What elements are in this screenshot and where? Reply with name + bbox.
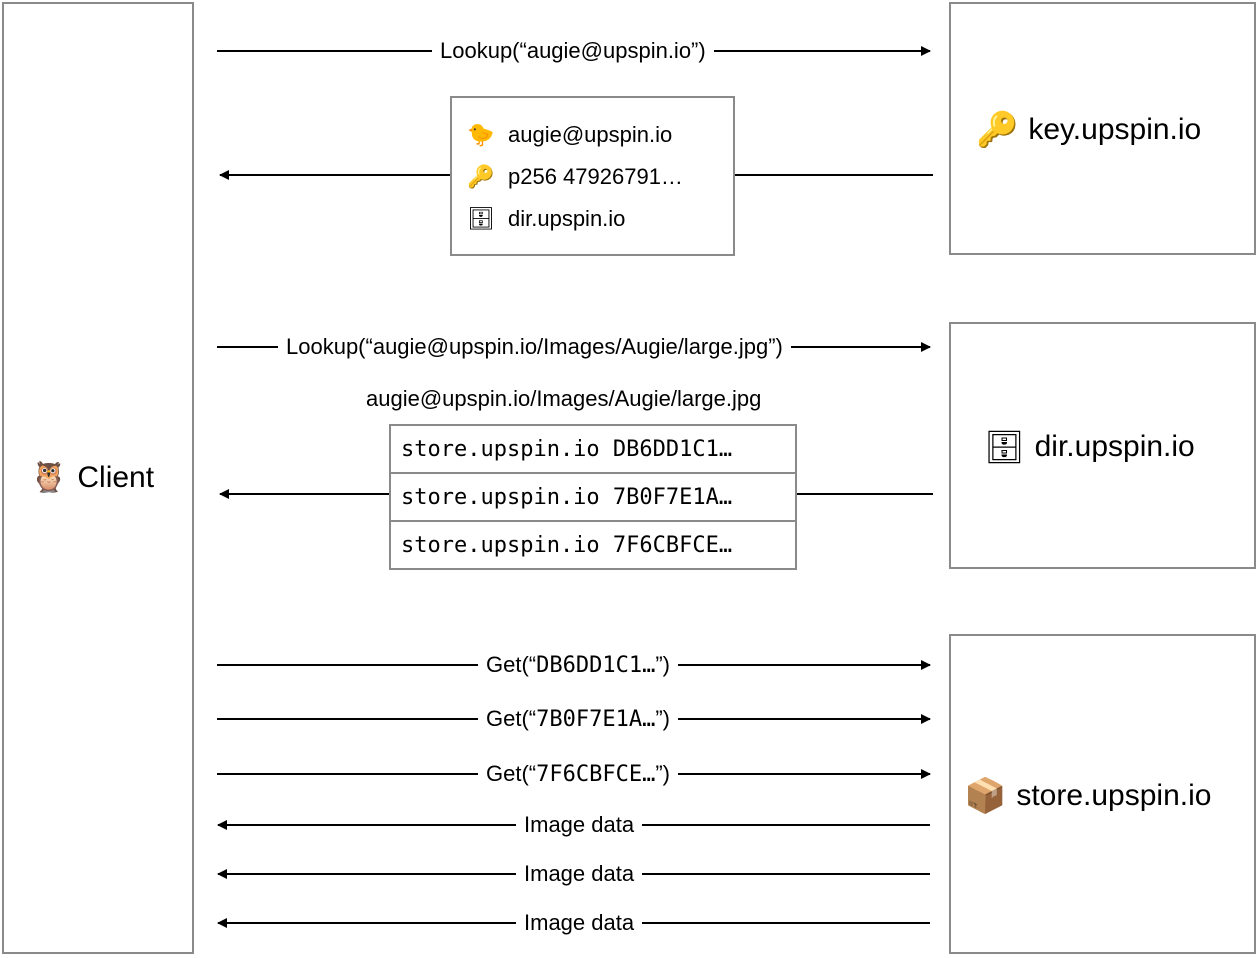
key-server-box <box>949 2 1256 255</box>
get-label-1: Get(“DB6DD1C1…”) <box>478 651 678 680</box>
key-record-box: 🐤 augie@upspin.io 🔑 p256 47926791… 🗄 dir… <box>450 96 735 256</box>
client-box <box>2 2 194 954</box>
image-data-label-1: Image data <box>516 811 643 839</box>
get-label-3: Get(“7F6CBFCE…”) <box>478 760 678 789</box>
key-record-key-row: 🔑 p256 47926791… <box>467 164 683 190</box>
owl-icon: 🦉 <box>30 460 68 495</box>
file-cabinet-icon: 🗄 <box>467 206 495 232</box>
dir-node-label: 🗄 dir.upspin.io <box>984 428 1195 466</box>
client-node-label: 🦉 Client <box>30 460 154 495</box>
key-record-dir-row: 🗄 dir.upspin.io <box>467 206 626 232</box>
key-icon: 🔑 <box>467 164 495 190</box>
key-node-label: 🔑 key.upspin.io <box>976 110 1201 150</box>
file-cabinet-icon: 🗄 <box>984 428 1025 466</box>
store-node-label: 📦 store.upspin.io <box>964 776 1211 816</box>
dir-server-box <box>949 322 1256 569</box>
get-suffix: ”) <box>655 706 670 731</box>
block-divider <box>391 520 795 522</box>
image-data-label-3: Image data <box>516 909 643 937</box>
key-record-dir: dir.upspin.io <box>508 206 626 231</box>
store-server-box <box>949 634 1256 954</box>
key-record-key: p256 47926791… <box>508 164 683 189</box>
package-icon: 📦 <box>964 776 1007 816</box>
get-prefix: Get(“ <box>486 652 537 677</box>
dir-entry-blocks: store.upspin.io DB6DD1C1… store.upspin.i… <box>389 424 797 570</box>
get-suffix: ”) <box>655 652 670 677</box>
key-lookup-label: Lookup(“augie@upspin.io”) <box>432 37 714 65</box>
dir-entry-path: augie@upspin.io/Images/Augie/large.jpg <box>366 386 762 411</box>
store-server-label: store.upspin.io <box>1016 779 1212 812</box>
dir-lookup-label: Lookup(“augie@upspin.io/Images/Augie/lar… <box>278 333 791 361</box>
get-prefix: Get(“ <box>486 761 537 786</box>
block-row-2: store.upspin.io 7B0F7E1A… <box>401 484 733 510</box>
get-label-2: Get(“7B0F7E1A…”) <box>478 705 678 734</box>
client-label: Client <box>77 460 155 494</box>
key-record-user-row: 🐤 augie@upspin.io <box>467 122 673 148</box>
key-server-label: key.upspin.io <box>1028 113 1202 146</box>
block-divider <box>391 472 795 474</box>
get-suffix: ”) <box>655 761 670 786</box>
key-record-user: augie@upspin.io <box>508 122 673 147</box>
key-icon: 🔑 <box>976 110 1019 150</box>
image-data-label-2: Image data <box>516 860 643 888</box>
get-ref-1: DB6DD1C1… <box>536 653 656 678</box>
get-ref-3: 7F6CBFCE… <box>536 762 656 787</box>
get-prefix: Get(“ <box>486 706 537 731</box>
block-row-3: store.upspin.io 7F6CBFCE… <box>401 532 733 558</box>
get-ref-2: 7B0F7E1A… <box>536 707 656 732</box>
block-row-1: store.upspin.io DB6DD1C1… <box>401 436 733 462</box>
dir-server-label: dir.upspin.io <box>1034 430 1195 463</box>
chick-icon: 🐤 <box>467 122 495 148</box>
